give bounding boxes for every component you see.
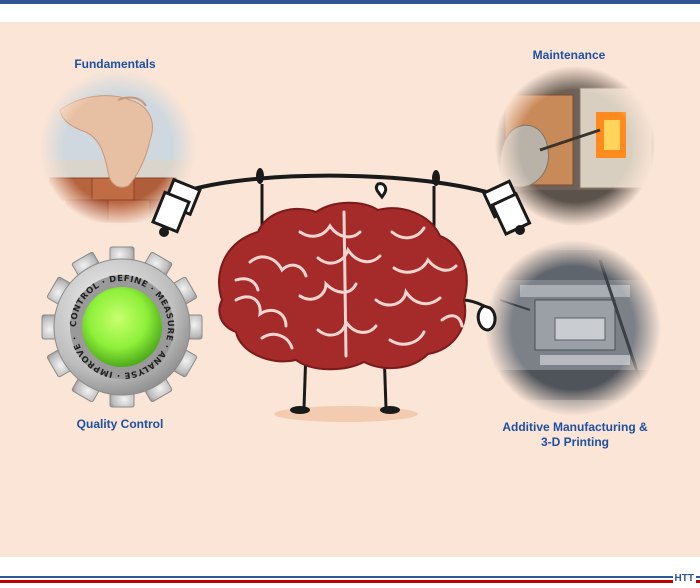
brain xyxy=(218,201,468,422)
top-accent-bar xyxy=(0,0,700,4)
brain-arms xyxy=(260,182,497,332)
footer-logo: HTT xyxy=(672,573,696,584)
quality-control-gear: CONTROL · DEFINE · MEASURE · ANALYSE · I… xyxy=(41,246,203,408)
barbell xyxy=(151,168,532,237)
bottom-rule-red xyxy=(0,580,700,583)
bottom-rule-blue xyxy=(0,576,700,578)
label-quality-control: Quality Control xyxy=(76,417,164,431)
barbell-right-weight xyxy=(481,179,532,236)
label-fundamentals: Fundamentals xyxy=(74,57,156,71)
label-additive-manufacturing: Additive Manufacturing & 3-D Printing xyxy=(480,420,670,450)
label-maintenance: Maintenance xyxy=(532,48,606,62)
barbell-left-weight xyxy=(151,177,202,237)
maintenance-photo xyxy=(495,66,655,226)
additive-manufacturing-photo xyxy=(485,240,661,416)
label-additive-line1: Additive Manufacturing & xyxy=(502,420,648,434)
label-additive-line2: 3-D Printing xyxy=(541,435,609,449)
